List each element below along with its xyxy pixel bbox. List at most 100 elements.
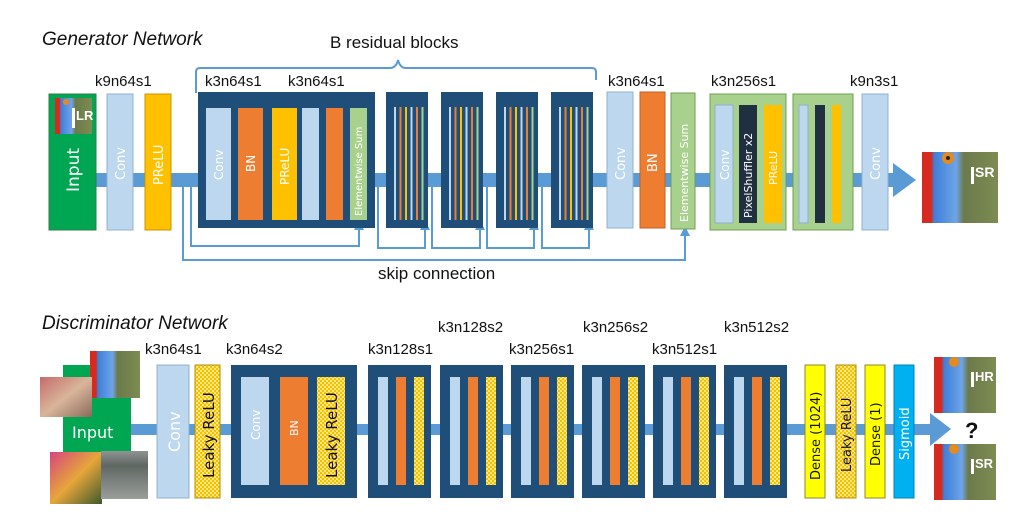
svg-text:Dense (1024): Dense (1024) [809, 392, 824, 480]
svg-text:BN: BN [288, 420, 301, 436]
upsample-block-1: Conv PixelShuffler x2 PReLU [709, 93, 787, 231]
residual-sublayer-line [416, 107, 418, 220]
residual-blocks-label: B residual blocks [330, 33, 459, 52]
residual-sublayer-line [421, 107, 424, 220]
gen-post-sum-layer [670, 92, 696, 230]
input-label: Input [64, 148, 84, 192]
residual-sublayer-line [575, 107, 578, 220]
generator-title: Generator Network [42, 29, 204, 50]
input-image-mandrill [90, 351, 140, 398]
gen-post-bn-label: BN [646, 153, 661, 172]
svg-text:Leaky ReLU: Leaky ReLU [323, 392, 341, 478]
residual-sublayer-line [564, 107, 567, 220]
disc-input-label: Input [72, 423, 113, 442]
svg-text:Sigmoid: Sigmoid [898, 407, 913, 460]
svg-text:SR: SR [975, 164, 994, 180]
residual-sublayer-line [520, 107, 523, 220]
residual-sublayer-line [515, 107, 517, 220]
res-sum-label: Elementwise Sum [354, 127, 365, 216]
disc-spec-3: k3n128s2 [438, 319, 503, 336]
residual-sublayer-line [526, 107, 528, 220]
residual-sublayer-line [460, 107, 462, 220]
disc-spec-5: k3n256s2 [583, 319, 648, 336]
gen-prelu-label: PReLU [152, 145, 167, 185]
gen-conv-label: Conv [114, 147, 129, 180]
disc-leaky-sublayer [486, 377, 496, 485]
spec-res-conv1: k3n64s1 [205, 73, 262, 90]
residual-sublayer-line [586, 107, 589, 220]
disc-bn-sublayer [610, 377, 620, 485]
residual-sublayer-line [570, 107, 572, 220]
disc-conv-layer [156, 364, 190, 499]
residual-sublayer-line [399, 107, 402, 220]
res-conv-label: Conv [212, 150, 226, 180]
svg-text:Leaky ReLU: Leaky ReLU [200, 392, 218, 478]
res-bn-label: BN [244, 155, 258, 172]
disc-blocks-collapsed [368, 365, 787, 498]
discriminator-input-block: Input [40, 351, 148, 504]
residual-sublayer-line [559, 107, 561, 220]
disc-spec-7: k3n512s2 [724, 319, 789, 336]
disc-bn-sublayer [468, 377, 478, 485]
disc-spec-2: k3n128s1 [368, 341, 433, 358]
disc-leaky-relu-layer [194, 364, 221, 499]
disc-conv-sublayer [450, 377, 460, 485]
disc-bn-sublayer [752, 377, 762, 485]
gen-conv-layer [106, 93, 134, 231]
sr-output-image: SR [922, 152, 998, 223]
residual-block-expanded: Conv BN PReLU Elementwise Sum [198, 92, 375, 228]
svg-text:Conv: Conv [249, 410, 263, 440]
residual-sublayer-line [449, 107, 451, 220]
residual-sublayer-line [471, 107, 473, 220]
residual-sublayer-line [476, 107, 479, 220]
disc-final-leaky-layer [835, 364, 857, 499]
disc-bn-sublayer [539, 377, 549, 485]
svg-text:Conv: Conv [165, 411, 184, 452]
sr-image: SR [934, 444, 996, 500]
residual-brace [195, 59, 597, 93]
spec-res-conv2: k3n64s1 [288, 73, 345, 90]
residual-blocks-collapsed [386, 92, 593, 228]
residual-sublayer-line [465, 107, 468, 220]
residual-sublayer-line [581, 107, 583, 220]
svg-text:LR: LR [76, 108, 94, 123]
disc-spec-1: k3n64s2 [226, 341, 283, 358]
residual-sublayer-line [509, 107, 512, 220]
gen-post-sum-label: Elementwise Sum [678, 124, 691, 222]
disc-conv-sublayer [378, 377, 388, 485]
svg-text:Conv: Conv [869, 147, 884, 180]
gen-post-conv-label: Conv [614, 147, 629, 180]
residual-sublayer-line [454, 107, 457, 220]
spec-upsample-conv: k3n256s1 [711, 73, 776, 90]
svg-text:SR: SR [975, 456, 994, 471]
residual-sublayer-line [394, 107, 396, 220]
discriminator-output-arrow [930, 413, 951, 446]
residual-sublayer-line [405, 107, 407, 220]
disc-conv-sublayer [592, 377, 602, 485]
residual-sublayer-line [531, 107, 534, 220]
generator-input-block: LR Input [48, 93, 97, 231]
discriminator-title: Discriminator Network [42, 313, 229, 334]
pixel-shuffler-label: PixelShuffler x2 [742, 133, 755, 218]
spec-k9n64s1: k9n64s1 [95, 73, 152, 90]
generator-output-arrow [893, 163, 916, 197]
gen-prelu-layer [144, 93, 172, 231]
hr-image: HR [934, 357, 996, 413]
spec-final-conv: k9n3s1 [850, 73, 898, 90]
question-mark: ? [965, 418, 978, 443]
input-image-boat [101, 451, 148, 499]
dense-1-layer [864, 364, 886, 499]
disc-spec-0: k3n64s1 [145, 341, 202, 358]
svg-text:PReLU: PReLU [767, 151, 780, 185]
disc-bn-sublayer [396, 377, 406, 485]
gen-final-conv-layer [861, 93, 889, 231]
svg-text:Dense (1): Dense (1) [869, 402, 884, 466]
dense-1024-layer [804, 364, 826, 499]
disc-leaky-sublayer [414, 377, 424, 485]
disc-conv-sublayer [521, 377, 531, 485]
disc-spec-6: k3n512s1 [652, 341, 717, 358]
spec-post-conv: k3n64s1 [608, 73, 665, 90]
svg-text:Conv: Conv [718, 150, 732, 180]
disc-block-expanded: Conv BN Leaky ReLU [231, 365, 357, 498]
